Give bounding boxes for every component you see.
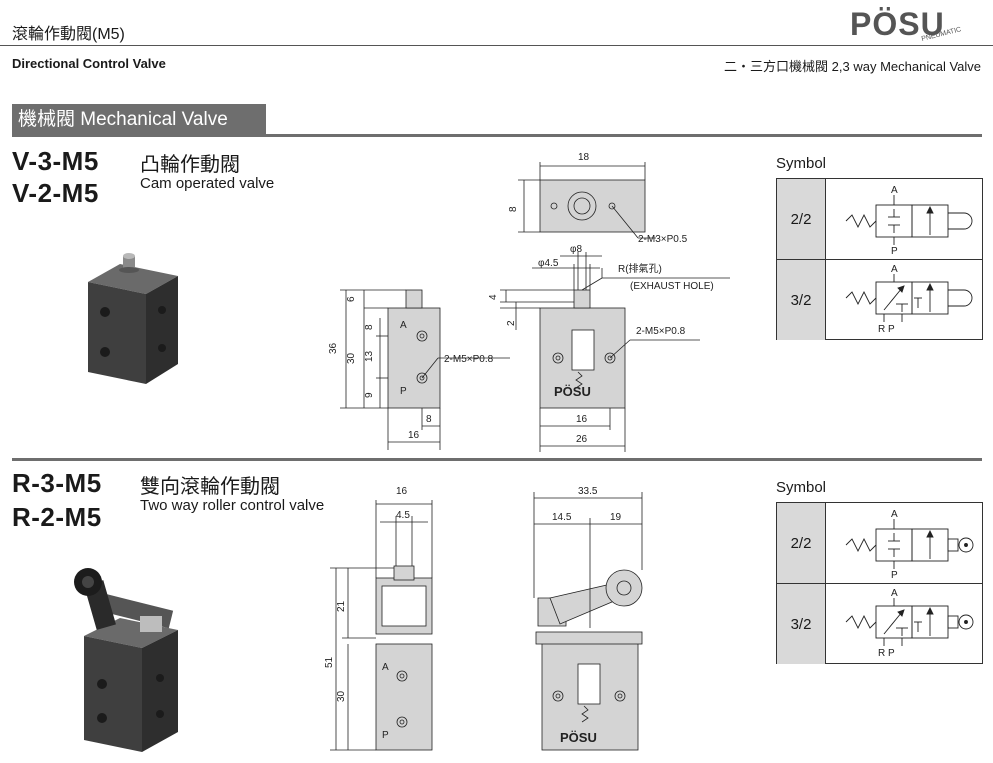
product-name-zh: 凸輪作動閥 [140,154,240,176]
note-exhaust-zh: R(排氣孔) [618,262,662,275]
dim-top-height: 8 [508,206,519,212]
page-right-subtitle: 二・三方口機械閥 2,3 way Mechanical Valve [724,59,981,74]
dim-w19: 19 [610,512,622,523]
symbol-row: 3/2 A R P [777,259,982,340]
banner-rule [12,134,982,137]
roller-valve-drawing: 16 4.5 51 21 30 A P 33.5 14.5 19 PÖSU [324,486,643,751]
symbol-cell-label: 2/2 [777,503,826,583]
dim-w16: 16 [408,430,420,441]
symbol-table: 2/2 A P 3/2 [776,178,983,340]
page-title: 滾輪作動閥(M5) [12,26,125,43]
symbol-port-bottom: P [891,570,898,581]
symbol-label: Symbol [776,155,827,172]
section-separator [12,458,982,461]
dim-h6: 6 [346,296,357,302]
cam-valve-photo [88,253,178,384]
dim-h9: 9 [364,392,375,398]
dim-h21: 21 [336,600,347,612]
dim-h30: 30 [336,690,347,702]
symbol-table: 2/2 A P 3/2 [776,502,983,664]
dim-w8: 8 [426,414,432,425]
note-top-screw: 2-M3×P0.5 [638,234,688,245]
symbol-port-top: A [891,185,898,196]
product-name-zh: 雙向滾輪作動閥 [140,476,280,498]
dim-w26: 26 [576,434,588,445]
port-a-label: A [400,320,407,331]
dim-phi8: φ8 [570,244,582,255]
body-brand: PÖSU [554,384,591,399]
dim-top-width: 18 [578,152,590,163]
model-code: V-2-M5 [12,178,99,208]
symbol-cell-label: 3/2 [777,584,826,664]
symbol-port-bottom: P [891,246,898,257]
roller-valve-photo [74,568,178,752]
product-name-en: Two way roller control valve [140,497,325,514]
dim-h30: 30 [346,352,357,364]
symbol-port-bottom: R P [878,648,895,659]
symbol-row: 3/2 A R P [777,583,982,664]
body-brand: PÖSU [560,730,597,745]
dim-w335: 33.5 [578,486,598,497]
model-code: V-3-M5 [12,146,99,176]
note-exhaust-en: (EXHAUST HOLE) [630,281,714,292]
symbol-port-top: A [891,264,898,275]
dim-h13: 13 [364,350,375,362]
symbol-port-top: A [891,588,898,599]
port-a-label: A [382,662,389,673]
dim-h8: 8 [364,324,375,330]
brand-wordmark: PÖSU [850,6,945,42]
note-front-screw: 2-M5×P0.8 [636,326,686,337]
valve-symbol-22: A P [845,185,973,257]
dim-2: 2 [506,320,517,326]
model-code: R-3-M5 [12,468,102,498]
dim-h51: 51 [324,656,335,668]
roller-symbol-32: A R P [845,588,974,659]
page-subtitle: Directional Control Valve [12,56,166,71]
symbol-port-top: A [891,509,898,520]
dim-w16b: 16 [576,414,588,425]
symbol-row: 2/2 A P [777,503,982,583]
roller-symbol-22: A P [845,509,974,581]
symbol-row: 2/2 A P [777,179,982,259]
section-banner: 機械閥 Mechanical Valve [12,104,266,136]
dim-phi45: φ4.5 [538,258,559,269]
dim-w16: 16 [396,486,408,497]
dim-w45: 4.5 [396,510,410,521]
dim-4: 4 [488,294,499,300]
note-side-screw: 2-M5×P0.8 [444,354,494,365]
symbol-cell-label: 3/2 [777,260,826,340]
dim-w145: 14.5 [552,512,572,523]
brand-logo: PÖSU PNEUMATIC [850,6,962,42]
header-rule [0,45,993,46]
port-p-label: P [382,730,389,741]
symbol-cell-label: 2/2 [777,179,826,259]
dim-h36: 36 [328,342,339,354]
symbol-port-bottom: R P [878,324,895,335]
product-name-en: Cam operated valve [140,175,275,192]
valve-symbol-32: A R P [845,264,973,335]
port-p-label: P [400,386,407,397]
symbol-label: Symbol [776,479,827,496]
cam-valve-drawing: 18 8 2-M3×P0.5 φ8 φ4.5 R(排氣孔) (EXHAUST H… [328,152,730,452]
model-code: R-2-M5 [12,502,102,532]
